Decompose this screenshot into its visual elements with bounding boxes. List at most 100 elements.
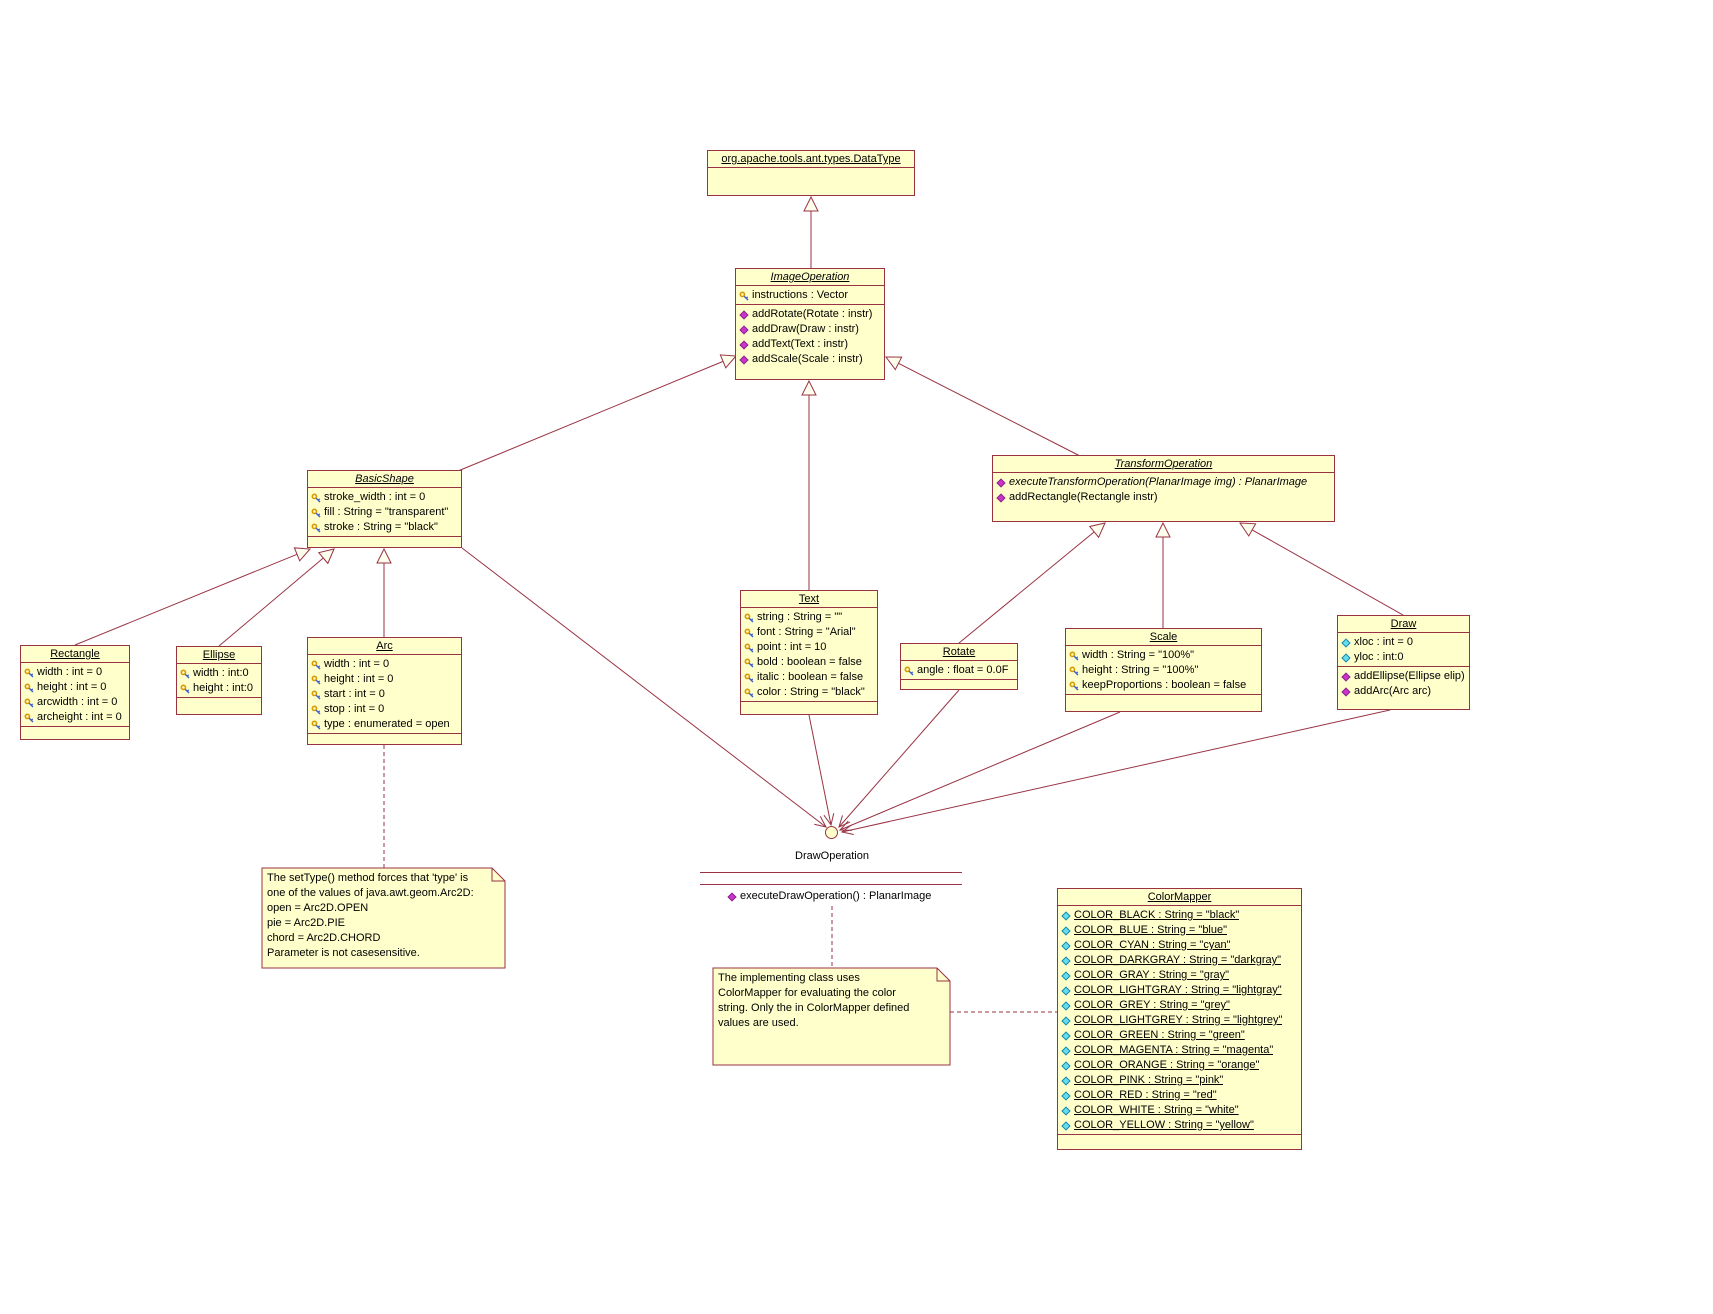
- class-title: Arc: [376, 640, 393, 652]
- class-methods-compartment: [308, 733, 461, 744]
- attribute-row[interactable]: height : String = "100%": [1066, 663, 1261, 678]
- public-attribute-icon: [1061, 1120, 1071, 1131]
- attribute-row[interactable]: arcwidth : int = 0: [21, 695, 129, 710]
- protected-attribute-icon: [24, 683, 34, 693]
- class-image-operation[interactable]: ImageOperation instructions : Vector addRo…: [735, 268, 885, 380]
- protected-attribute-icon: [311, 508, 321, 518]
- attribute-row[interactable]: color : String = "black": [741, 685, 877, 700]
- method-row[interactable]: addDraw(Draw : instr): [736, 322, 884, 337]
- class-methods-compartment: [21, 726, 129, 739]
- class-title: ImageOperation: [770, 271, 850, 283]
- method-row[interactable]: addEllipse(Ellipse elip): [1338, 669, 1469, 684]
- generalization-rotate-transformoperation: [958, 522, 1106, 644]
- attribute-row[interactable]: bold : boolean = false: [741, 655, 877, 670]
- attribute-row[interactable]: COLOR_LIGHTGREY : String = "lightgrey": [1058, 1013, 1301, 1028]
- class-methods-compartment: [901, 679, 1017, 689]
- method-row[interactable]: addRectangle(Rectangle instr): [993, 490, 1334, 505]
- attribute-row[interactable]: COLOR_ORANGE : String = "orange": [1058, 1058, 1301, 1073]
- member-text: COLOR_LIGHTGREY : String = "lightgrey": [1074, 1014, 1283, 1026]
- method-row[interactable]: addArc(Arc arc): [1338, 684, 1469, 699]
- realization-line: [838, 689, 960, 828]
- attribute-row[interactable]: COLOR_GRAY : String = "gray": [1058, 968, 1301, 983]
- method-row[interactable]: addRotate(Rotate : instr): [736, 307, 884, 322]
- attribute-row[interactable]: stroke : String = "black": [308, 520, 461, 535]
- note-line: string. Only the in ColorMapper defined: [718, 1002, 910, 1014]
- attribute-row[interactable]: width : String = "100%": [1066, 648, 1261, 663]
- attribute-row[interactable]: stop : int = 0: [308, 702, 461, 717]
- method-icon: [739, 354, 749, 365]
- attribute-row[interactable]: start : int = 0: [308, 687, 461, 702]
- attribute-row[interactable]: angle : float = 0.0F: [901, 663, 1017, 678]
- attribute-row[interactable]: point : int = 10: [741, 640, 877, 655]
- realization-line: [841, 709, 1391, 833]
- attribute-row[interactable]: height : int = 0: [21, 680, 129, 695]
- public-attribute-icon: [1341, 652, 1351, 663]
- member-text: archeight : int = 0: [37, 711, 122, 723]
- attribute-row[interactable]: COLOR_LIGHTGRAY : String = "lightgray": [1058, 983, 1301, 998]
- attribute-row[interactable]: COLOR_MAGENTA : String = "magenta": [1058, 1043, 1301, 1058]
- member-text: arcwidth : int = 0: [37, 696, 118, 708]
- attribute-row[interactable]: COLOR_BLUE : String = "blue": [1058, 923, 1301, 938]
- member-text: addText(Text : instr): [752, 338, 848, 350]
- attribute-row[interactable]: COLOR_DARKGRAY : String = "darkgray": [1058, 953, 1301, 968]
- member-text: executeTransformOperation(PlanarImage im…: [1009, 476, 1308, 488]
- class-attrs-compartment: width : String = "100%"height : String =…: [1066, 645, 1261, 694]
- protected-attribute-icon: [1069, 681, 1079, 691]
- attribute-row[interactable]: stroke_width : int = 0: [308, 490, 461, 505]
- note-line: The implementing class uses: [718, 972, 860, 984]
- attribute-row[interactable]: type : enumerated = open: [308, 717, 461, 732]
- attribute-row[interactable]: COLOR_GREEN : String = "green": [1058, 1028, 1301, 1043]
- generalization-rectangle-basicshape: [74, 547, 312, 646]
- attribute-row[interactable]: yloc : int:0: [1338, 650, 1469, 665]
- generalization-triangle-icon: [719, 354, 738, 369]
- attribute-row[interactable]: instructions : Vector: [736, 288, 884, 303]
- member-text: COLOR_MAGENTA : String = "magenta": [1074, 1044, 1274, 1056]
- method-row[interactable]: addText(Text : instr): [736, 337, 884, 352]
- attribute-row[interactable]: string : String = "": [741, 610, 877, 625]
- attribute-row[interactable]: width : int = 0: [21, 665, 129, 680]
- attribute-row[interactable]: font : String = "Arial": [741, 625, 877, 640]
- attribute-row[interactable]: italic : boolean = false: [741, 670, 877, 685]
- interface-circle-drawoperation[interactable]: [825, 826, 838, 839]
- attribute-row[interactable]: height : int:0: [177, 681, 261, 696]
- attribute-row[interactable]: fill : String = "transparent": [308, 505, 461, 520]
- method-row[interactable]: addScale(Scale : instr): [736, 352, 884, 367]
- protected-attribute-icon: [1069, 651, 1079, 661]
- attribute-row[interactable]: xloc : int = 0: [1338, 635, 1469, 650]
- attribute-row[interactable]: COLOR_BLACK : String = "black": [1058, 908, 1301, 923]
- attribute-row[interactable]: COLOR_PINK : String = "pink": [1058, 1073, 1301, 1088]
- member-text: stop : int = 0: [324, 703, 385, 715]
- attribute-row[interactable]: height : int = 0: [308, 672, 461, 687]
- attribute-row[interactable]: keepProportions : boolean = false: [1066, 678, 1261, 693]
- attribute-row[interactable]: COLOR_YELLOW : String = "yellow": [1058, 1118, 1301, 1133]
- method-row[interactable]: executeTransformOperation(PlanarImage im…: [993, 475, 1334, 490]
- attribute-row[interactable]: COLOR_RED : String = "red": [1058, 1088, 1301, 1103]
- attribute-row[interactable]: width : int:0: [177, 666, 261, 681]
- attribute-row[interactable]: COLOR_CYAN : String = "cyan": [1058, 938, 1301, 953]
- class-methods-compartment: [177, 697, 261, 714]
- note-shape-colormapper-note: [712, 967, 951, 1066]
- realization-line: [461, 547, 827, 828]
- attribute-row[interactable]: archeight : int = 0: [21, 710, 129, 725]
- method-row[interactable]: executeDrawOperation() : PlanarImage: [727, 889, 931, 904]
- member-text: COLOR_PINK : String = "pink": [1074, 1074, 1224, 1086]
- note-arc-type-note[interactable]: The setType() method forces that 'type' …: [267, 871, 500, 965]
- attribute-row[interactable]: COLOR_GREY : String = "grey": [1058, 998, 1301, 1013]
- protected-attribute-icon: [311, 705, 321, 715]
- class-datatype[interactable]: org.apache.tools.ant.types.DataType: [707, 150, 915, 196]
- public-attribute-icon: [1061, 1030, 1071, 1041]
- attribute-row[interactable]: width : int = 0: [308, 657, 461, 672]
- attribute-row[interactable]: COLOR_WHITE : String = "white": [1058, 1103, 1301, 1118]
- member-text: addRotate(Rotate : instr): [752, 308, 873, 320]
